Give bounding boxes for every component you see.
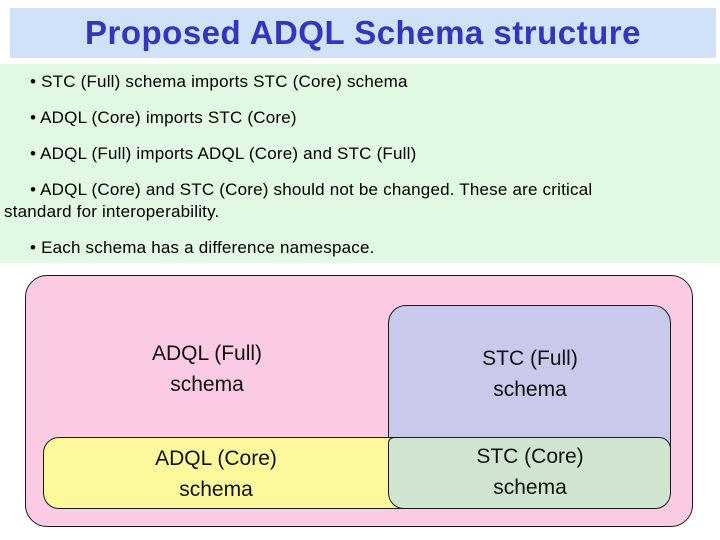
bullet-item: • ADQL (Core) imports STC (Core) xyxy=(30,108,297,127)
bullet-panel: • STC (Full) schema imports STC (Core) s… xyxy=(0,64,720,263)
stc-core-schema-box xyxy=(388,437,671,509)
label-line: schema xyxy=(493,476,567,499)
label-line: ADQL (Core) xyxy=(155,447,277,470)
page-title: Proposed ADQL Schema structure xyxy=(85,14,641,51)
stc-full-schema-label: STC (Full) schema xyxy=(482,343,578,405)
title-bar: Proposed ADQL Schema structure xyxy=(10,8,716,58)
bullet-item: • ADQL (Full) imports ADQL (Core) and ST… xyxy=(30,144,417,163)
label-line: STC (Core) xyxy=(476,445,584,468)
label-line: ADQL (Full) xyxy=(151,342,263,365)
adql-full-schema-label: ADQL (Full) schema xyxy=(152,338,262,400)
label-line: schema xyxy=(179,478,253,501)
bullet-item: • Each schema has a difference namespace… xyxy=(30,238,375,257)
adql-core-schema-label: ADQL (Core) schema xyxy=(155,443,277,505)
bullet-item: • ADQL (Core) and STC (Core) should not … xyxy=(4,180,593,221)
schema-diagram: ADQL (Full) schema STC (Full) schema ADQ… xyxy=(0,263,720,540)
stc-core-schema-label: STC (Core) schema xyxy=(476,441,583,503)
label-line: STC (Full) xyxy=(482,347,578,370)
label-line: schema xyxy=(170,373,244,396)
bullet-item: • STC (Full) schema imports STC (Core) s… xyxy=(30,72,408,91)
label-line: schema xyxy=(493,378,567,401)
